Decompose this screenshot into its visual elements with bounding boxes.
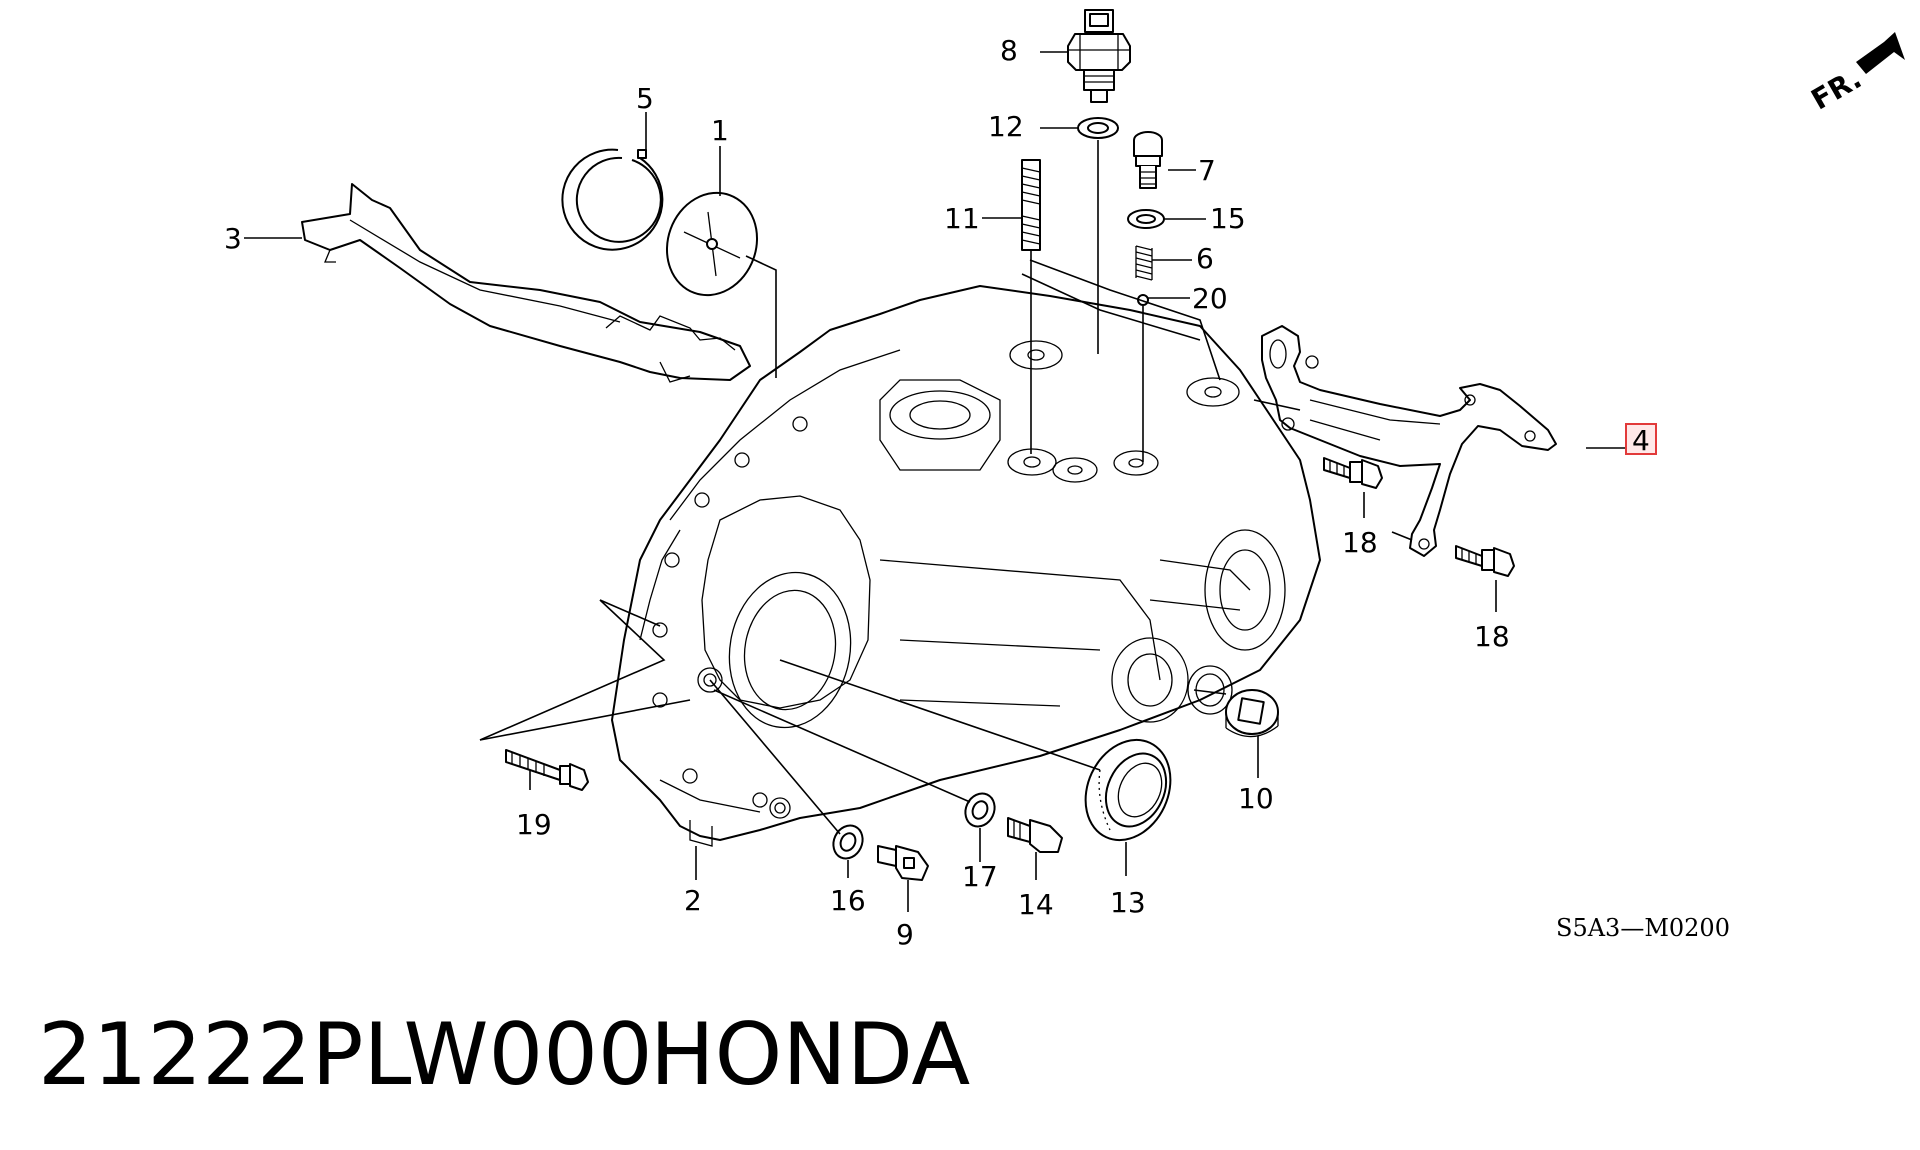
part-11-stud-bolt[interactable] <box>1021 159 1041 251</box>
callout-18-lower[interactable]: 18 <box>1474 620 1510 653</box>
part-16-washer[interactable] <box>828 821 868 864</box>
part-15-washer[interactable] <box>1127 209 1165 229</box>
part-18-bolt-upper[interactable] <box>1323 457 1383 489</box>
callout-18-upper[interactable]: 18 <box>1342 526 1378 559</box>
callout-15[interactable]: 15 <box>1210 202 1246 235</box>
part-17-washer[interactable] <box>960 789 1000 832</box>
part-3-oil-gutter-plate[interactable] <box>301 183 751 383</box>
part-6-spring[interactable] <box>1135 245 1153 281</box>
part-7-bolt[interactable] <box>1133 131 1163 189</box>
callout-19[interactable]: 19 <box>516 808 552 841</box>
brand-title: HONDA <box>650 1005 970 1105</box>
part-4-bracket[interactable] <box>1261 325 1557 557</box>
diagram-code: S5A3—M0200 <box>1556 914 1730 942</box>
callout-labels: 1 2 3 4 5 6 7 8 9 10 11 12 13 14 15 16 1… <box>224 34 1657 951</box>
part-18-bolt-lower[interactable] <box>1455 545 1515 577</box>
callout-12[interactable]: 12 <box>988 110 1024 143</box>
front-arrow-icon <box>1856 32 1905 74</box>
front-direction-indicator: FR. <box>1806 32 1905 116</box>
part-10-plug[interactable] <box>1225 689 1279 738</box>
part-14-bolt[interactable] <box>1007 817 1063 853</box>
part-number-title: 21222PLW000 <box>38 1005 653 1105</box>
callout-13[interactable]: 13 <box>1110 886 1146 919</box>
callout-11[interactable]: 11 <box>944 202 980 235</box>
part-9-drain-plug[interactable] <box>877 845 929 881</box>
callout-14[interactable]: 14 <box>1018 888 1054 921</box>
callout-16[interactable]: 16 <box>830 884 866 917</box>
part-1-shim-plate[interactable] <box>653 180 771 308</box>
part-8-switch[interactable] <box>1067 9 1131 103</box>
callout-8[interactable]: 8 <box>1000 34 1018 67</box>
callout-6[interactable]: 6 <box>1196 242 1214 275</box>
part-19-bolt[interactable] <box>505 749 589 791</box>
part-13-oil-seal[interactable] <box>1070 726 1186 854</box>
callout-9[interactable]: 9 <box>896 918 914 951</box>
callout-20[interactable]: 20 <box>1192 282 1228 315</box>
part-5-snap-ring[interactable] <box>561 148 664 251</box>
part-12-washer[interactable] <box>1077 117 1119 139</box>
callout-7[interactable]: 7 <box>1198 154 1216 187</box>
callout-1[interactable]: 1 <box>711 114 729 147</box>
callout-2[interactable]: 2 <box>684 884 702 917</box>
callout-4[interactable]: 4 <box>1632 424 1650 457</box>
callout-17[interactable]: 17 <box>962 860 998 893</box>
callout-4-highlight-box <box>1625 423 1657 455</box>
callout-3[interactable]: 3 <box>224 222 242 255</box>
footer-title: 21222PLW000 HONDA <box>38 1005 970 1105</box>
front-direction-label: FR. <box>1806 62 1867 117</box>
callout-10[interactable]: 10 <box>1238 782 1274 815</box>
callout-5[interactable]: 5 <box>636 82 654 115</box>
leader-lines <box>244 51 1630 912</box>
